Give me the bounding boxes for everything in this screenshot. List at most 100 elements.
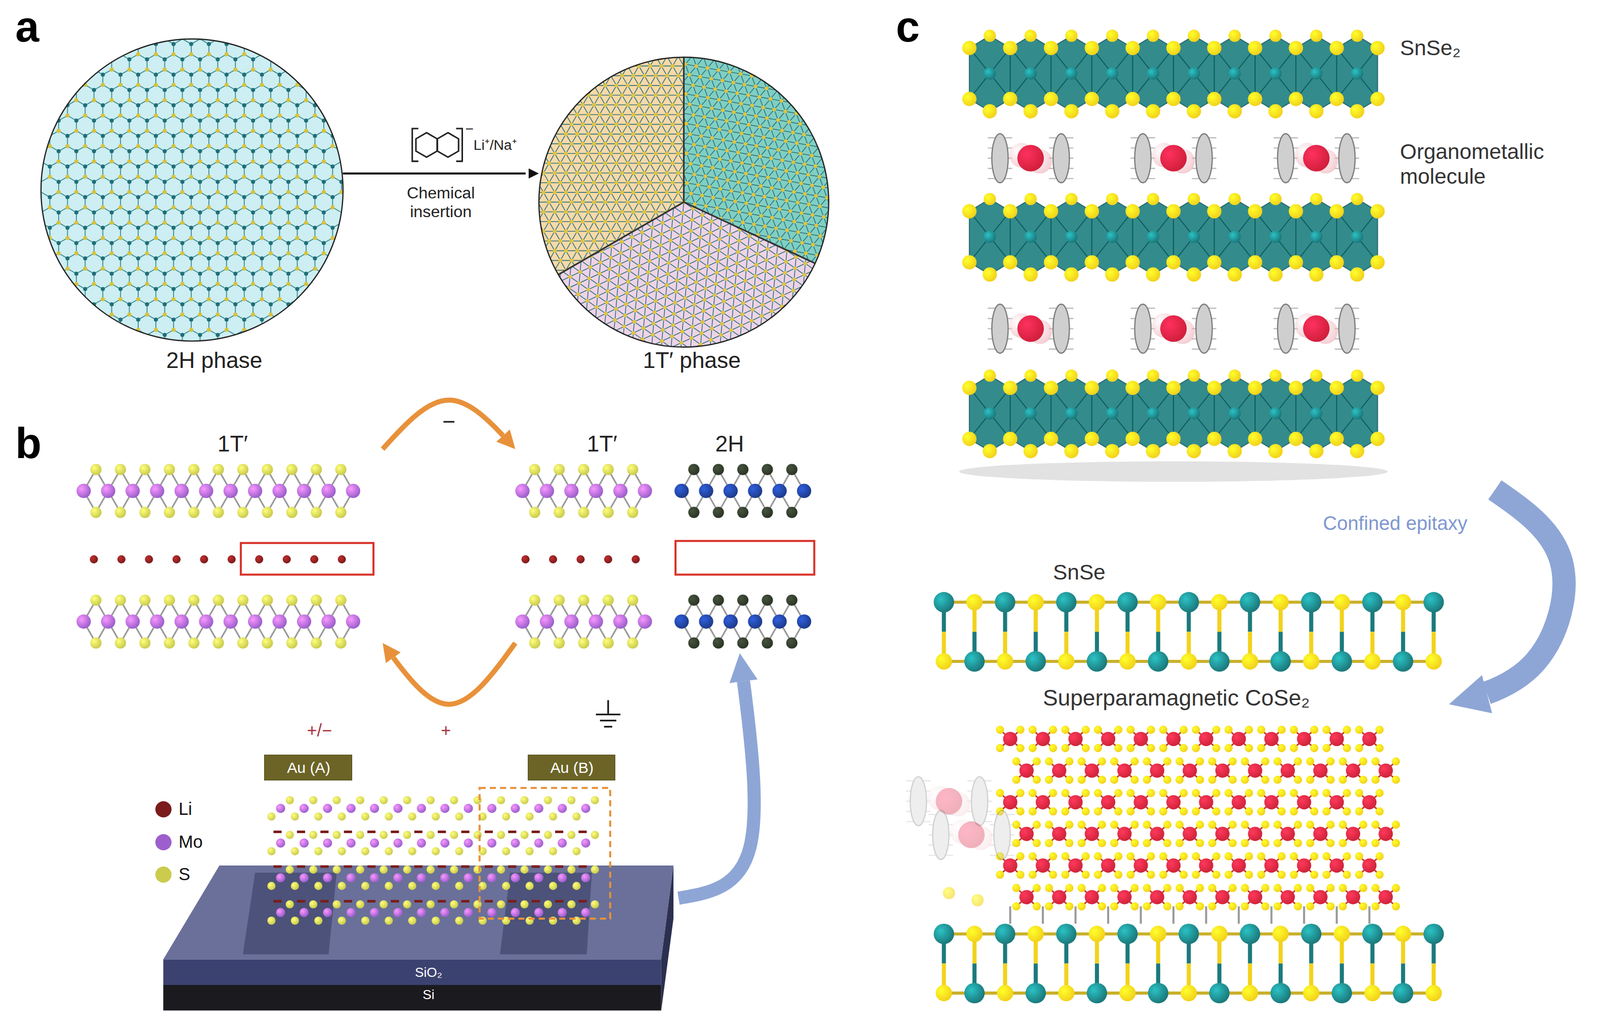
- carbon-ring: [1338, 133, 1356, 183]
- cobalt-atom: [1035, 858, 1050, 873]
- selenium-atom: [1306, 883, 1315, 892]
- tin-atom: [1331, 982, 1353, 1003]
- lithium-ion: [367, 865, 376, 868]
- bracket: [412, 128, 419, 162]
- selenium-atom: [1306, 838, 1315, 848]
- sulfur-atom: [267, 812, 276, 821]
- molybdenum-atom: [416, 907, 427, 917]
- selenium-atom: [1166, 380, 1181, 395]
- sulfur-atom: [449, 830, 458, 839]
- selenium-atom: [1310, 807, 1319, 816]
- lattice-atom: [286, 159, 291, 164]
- organometallic-molecule: [928, 810, 1015, 860]
- selenium-atom: [1224, 725, 1233, 734]
- cobalt-atom: [1378, 889, 1393, 904]
- cobalt-atom: [1166, 858, 1181, 873]
- lattice-atom: [330, 143, 335, 148]
- molybdenum-atom: [346, 483, 361, 498]
- lattice-atom: [189, 82, 194, 87]
- lattice-atom: [171, 174, 176, 179]
- interface-bond: [1140, 906, 1143, 924]
- selenium-atom: [1093, 788, 1103, 797]
- selenium-atom: [971, 894, 984, 907]
- metal-atom: [1160, 144, 1187, 172]
- lattice-atom: [215, 118, 220, 123]
- lattice-atom: [241, 52, 246, 57]
- selenium-atom: [1212, 807, 1221, 816]
- selenium-atom: [1119, 653, 1136, 670]
- lattice-atom: [268, 148, 273, 153]
- naphthalene-anion: [412, 128, 463, 162]
- molybdenum-atom: [487, 872, 497, 882]
- bond: [1295, 48, 1337, 100]
- selenium-atom: [962, 255, 977, 270]
- lattice-atom: [180, 148, 185, 153]
- tin-atom: [1187, 230, 1200, 243]
- selenium-atom: [1329, 431, 1344, 446]
- sulfur-atom: [567, 830, 576, 839]
- lattice-atom: [127, 98, 132, 103]
- lattice-atom: [206, 113, 211, 118]
- molybdenum-atom: [487, 803, 497, 813]
- bond: [1173, 387, 1215, 439]
- molybdenum-atom: [637, 483, 652, 498]
- selenium-atom: [1146, 104, 1161, 119]
- lattice-atom: [241, 143, 246, 148]
- sulfur-atom: [454, 916, 463, 925]
- lattice-atom: [233, 67, 238, 72]
- contact-pad: [499, 872, 592, 954]
- selenium-atom: [1159, 743, 1168, 752]
- selenium-atom: [1244, 725, 1253, 734]
- molybdenum-atom: [322, 803, 332, 813]
- selenium-atom: [982, 104, 997, 119]
- sulfur-atom: [602, 506, 614, 518]
- honeycomb-lattice: [0, 8, 386, 366]
- cobalt-atom: [1345, 763, 1361, 778]
- selenium-atom: [1310, 870, 1319, 879]
- selenium-atom: [1211, 925, 1228, 942]
- cobalt-atom: [1362, 794, 1377, 810]
- lithium-ion: [555, 899, 564, 903]
- layered-flake: [267, 795, 599, 925]
- selenium-atom: [1208, 756, 1217, 766]
- lithium-ion: [337, 555, 346, 564]
- interface-bond: [1368, 906, 1371, 924]
- molybdenum-atom: [557, 803, 567, 813]
- selenium-atom: [1126, 743, 1135, 752]
- lattice-atom: [215, 159, 220, 164]
- lattice-atom: [91, 159, 96, 164]
- selenium-atom: [1322, 743, 1331, 752]
- selenium-atom: [1277, 743, 1286, 752]
- selenium-atom: [1130, 883, 1139, 892]
- lithium-ion: [521, 555, 530, 564]
- sulfur-atom: [290, 812, 300, 821]
- tin-atom: [1269, 407, 1282, 420]
- selenium-atom: [1277, 788, 1286, 797]
- tin-atom: [983, 407, 996, 420]
- cobalt-atom: [1215, 763, 1230, 778]
- lattice-atom: [206, 143, 211, 148]
- sulfur-atom: [337, 847, 346, 856]
- selenium-atom: [1084, 91, 1100, 106]
- lithium-ion: [508, 865, 517, 868]
- tin-atom: [1024, 230, 1037, 243]
- selenium-atom: [1077, 756, 1086, 766]
- lattice-atom: [259, 143, 264, 148]
- substrate-top: [163, 865, 674, 960]
- substrate-side: [661, 865, 674, 1010]
- sulfur-atom: [188, 637, 200, 649]
- sulfur-atom: [261, 506, 273, 518]
- selenium-atom: [1338, 838, 1347, 848]
- cobalt-atom: [1215, 826, 1230, 841]
- lattice-atom: [295, 174, 300, 179]
- molybdenum-atom: [322, 872, 332, 882]
- selenium-atom: [1395, 594, 1412, 611]
- lattice-atom: [233, 118, 238, 123]
- sulfur-atom: [403, 795, 412, 805]
- tin-atom: [1147, 407, 1160, 420]
- contact-pad: [242, 872, 338, 954]
- molybdenum-atom: [223, 483, 238, 498]
- lattice-atom: [127, 128, 132, 133]
- organometallic-molecule: [1130, 304, 1216, 354]
